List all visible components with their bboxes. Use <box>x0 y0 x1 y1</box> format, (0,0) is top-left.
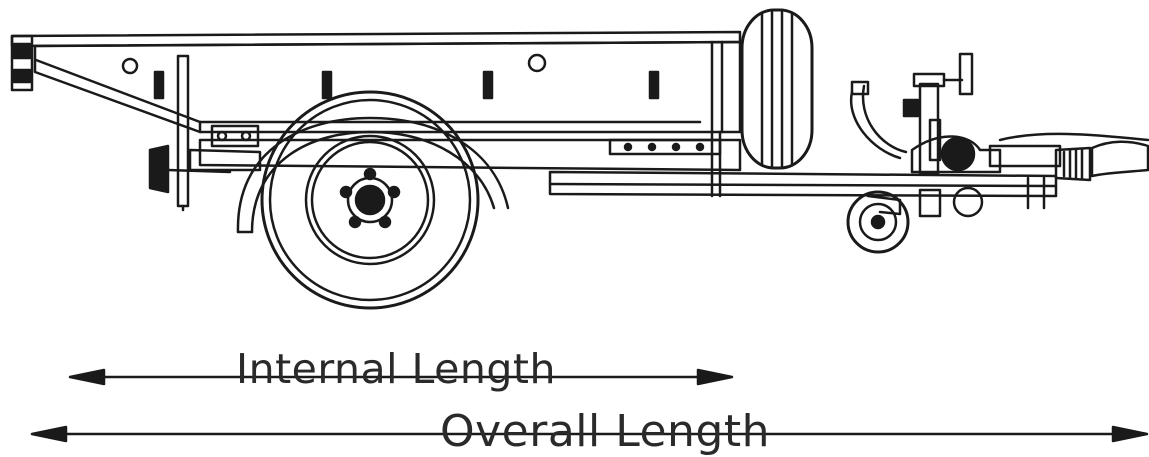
drawbar-coupling <box>910 132 1149 182</box>
main-wheel <box>260 90 480 310</box>
internal-length-label: Internal Length <box>236 345 556 393</box>
internal-length-arrow <box>68 368 734 386</box>
jockey-wheel <box>846 186 984 254</box>
jockey-jack <box>849 52 974 176</box>
overall-length-arrow <box>30 425 1149 443</box>
overall-length-label: Overall Length <box>440 406 770 457</box>
wheel-fender <box>236 116 510 234</box>
spare-wheel <box>740 8 814 170</box>
chassis-frame <box>188 130 1058 210</box>
